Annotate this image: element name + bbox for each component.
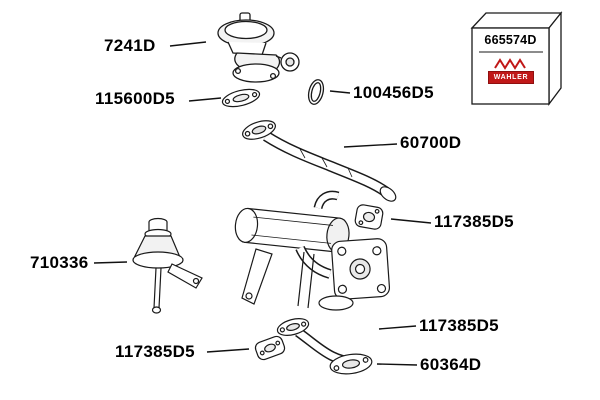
pipe-drawing-upper xyxy=(242,120,397,202)
label-valve: 7241D xyxy=(104,36,156,55)
label-pipe-upper: 60700D xyxy=(400,133,462,152)
pipe-drawing-lower xyxy=(276,318,373,375)
label-gasket-lower-left: 117385D5 xyxy=(115,342,195,361)
label-flange-lower: 60364D xyxy=(420,355,482,374)
leader-lines xyxy=(93,41,432,366)
gasket-drawing-lower xyxy=(254,335,286,361)
gasket-drawing-upper xyxy=(221,88,261,108)
wahler-logo: WAHLER xyxy=(487,58,535,85)
actuator-drawing xyxy=(132,217,203,314)
egr-cooler-assembly-drawing xyxy=(234,190,391,311)
oring-drawing xyxy=(307,79,325,105)
box-part-number: 665574D xyxy=(484,33,537,47)
label-gasket-top: 115600D5 xyxy=(95,89,175,108)
brand-name: WAHLER xyxy=(487,71,535,85)
label-gasket-mid: 117385D5 xyxy=(434,212,514,231)
gasket-drawing-mid xyxy=(354,204,384,230)
label-oring: 100456D5 xyxy=(353,83,434,102)
label-actuator: 710336 xyxy=(30,253,89,272)
label-gasket-lower-right: 117385D5 xyxy=(419,316,499,335)
egr-valve-drawing xyxy=(217,12,300,83)
wahler-zigzag-icon xyxy=(494,58,526,70)
product-box-drawing xyxy=(470,11,563,106)
